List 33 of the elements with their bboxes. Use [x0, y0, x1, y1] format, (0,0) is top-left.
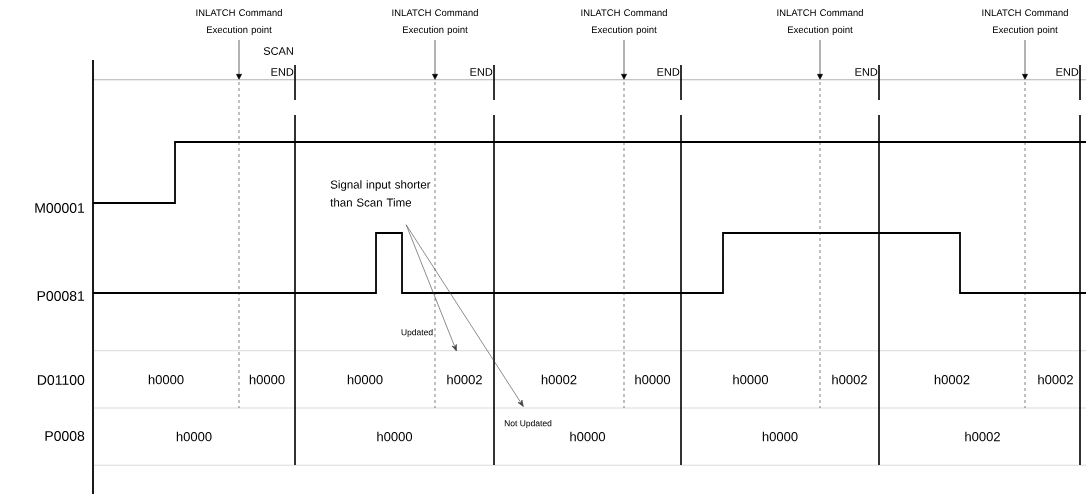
scan-end-label: SCAN END — [263, 47, 294, 76]
scan-end-label: END — [657, 68, 680, 76]
table-cell: h0000 — [733, 374, 769, 385]
table-cell: h0002 — [447, 374, 482, 385]
table-cell: h0002 — [1038, 374, 1073, 385]
annotation-label: INLATCH Command Execution point — [581, 9, 667, 35]
scan-end-label: END — [470, 68, 493, 76]
annotation-label: INLATCH Command Execution point — [392, 9, 478, 35]
signal-name: P0008 — [45, 431, 85, 441]
table-cell: h0000 — [635, 374, 671, 385]
annotation-text: Signal input shorter than Scan Time — [330, 180, 431, 207]
table-cell: h0000 — [148, 374, 184, 385]
table-cell: h0002 — [832, 374, 867, 385]
arrow — [405, 224, 524, 407]
signal-name: M00001 — [35, 203, 85, 213]
table-cell: h0002 — [541, 374, 577, 385]
table-cell: h0000 — [176, 431, 212, 442]
signal-name: D01100 — [37, 375, 85, 385]
table-cell: h0000 — [570, 431, 606, 442]
table-cell: h0002 — [934, 374, 970, 385]
table-cell: h0000 — [762, 431, 798, 442]
annotation-label: INLATCH Command Execution point — [196, 9, 282, 35]
table-cell: h0000 — [347, 374, 383, 385]
signal-name: P00081 — [37, 291, 85, 301]
scan-end-label: END — [1056, 68, 1079, 76]
table-cell: h0000 — [249, 374, 285, 385]
scan-end-label: END — [855, 68, 878, 76]
annotation-label: INLATCH Command Execution point — [777, 9, 863, 35]
table-cell: h0002 — [965, 431, 1000, 442]
table-cell: h0000 — [377, 431, 413, 442]
edge-label: Not Updated — [503, 419, 553, 429]
edge-label: Updated — [399, 328, 435, 338]
annotation-label: INLATCH Command Execution point — [982, 9, 1068, 35]
